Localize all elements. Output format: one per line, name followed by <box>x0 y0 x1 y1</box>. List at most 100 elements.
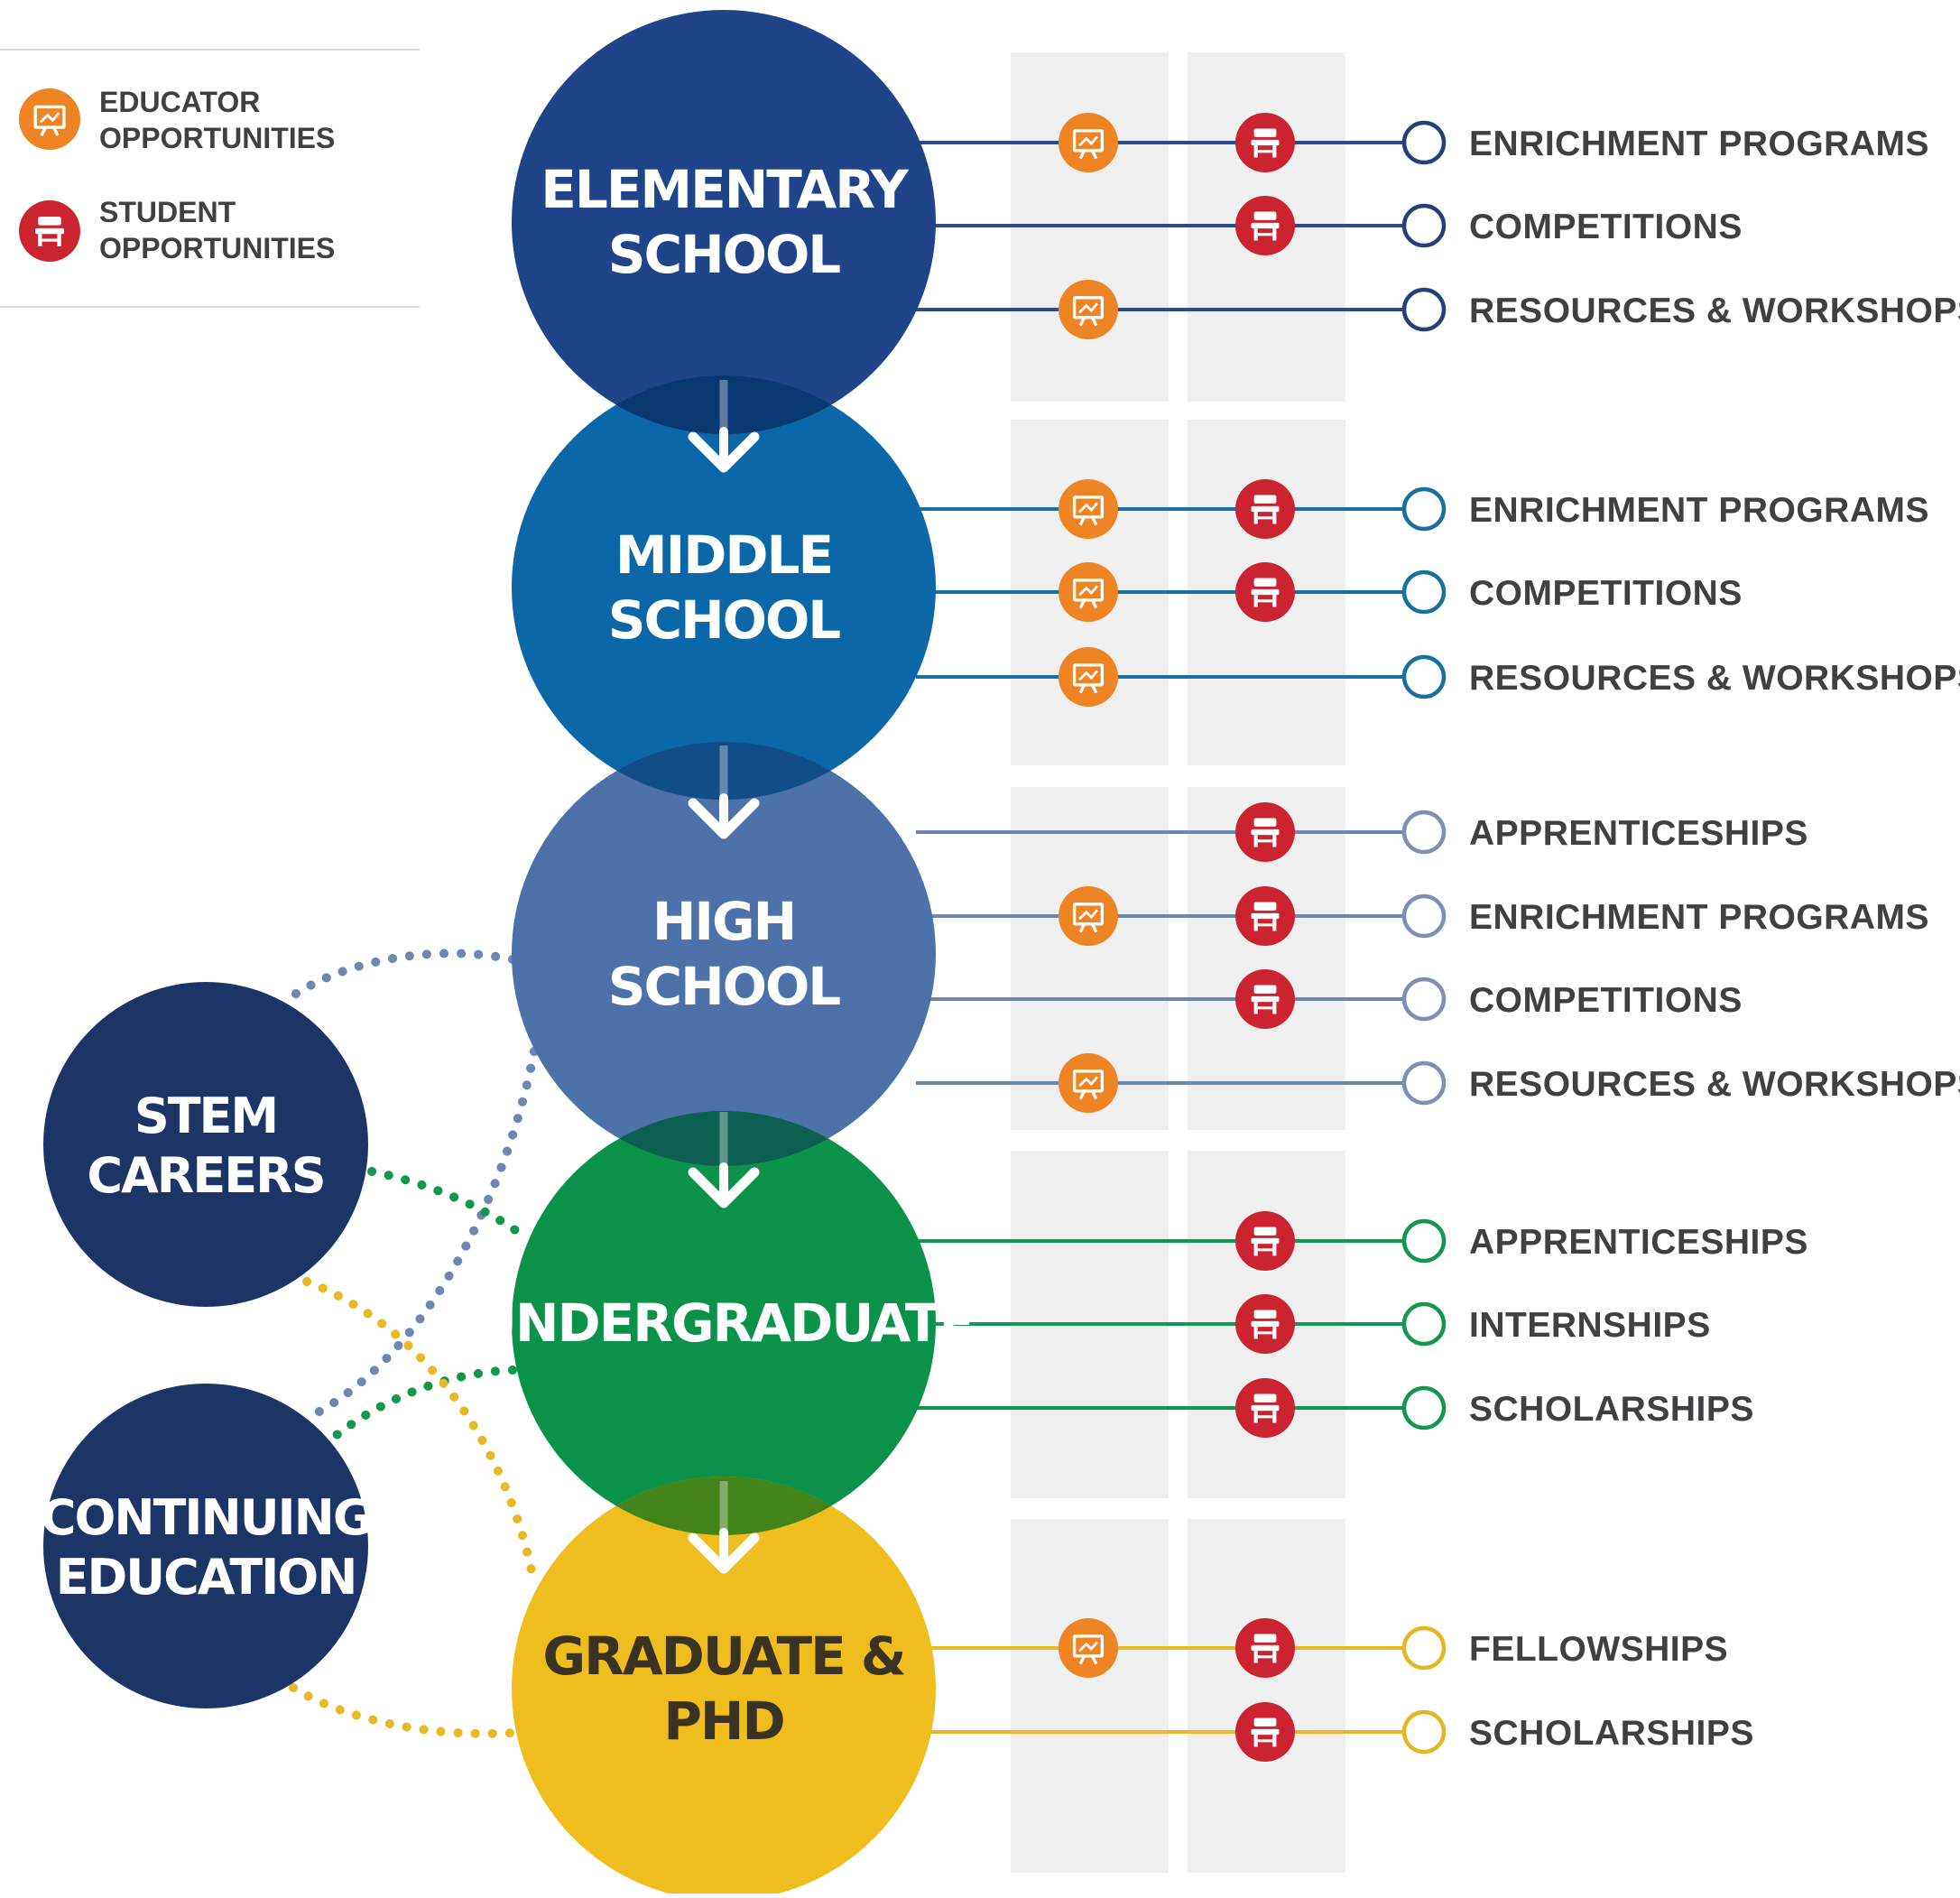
student-column-segment <box>1188 1519 1345 1873</box>
chair-back <box>1253 211 1277 220</box>
board-graph <box>1078 302 1098 314</box>
opportunity-label: RESOURCES & WORKSHOPS <box>1469 292 1960 330</box>
opportunity-label: ENRICHMENT PROGRAMS <box>1469 898 1929 937</box>
desk-leg-left <box>38 234 42 246</box>
endpoint-ring <box>1401 1385 1447 1430</box>
desk-bar <box>1257 516 1273 520</box>
chair-back <box>1253 1393 1277 1403</box>
educator-badge <box>1059 1618 1118 1678</box>
stage-node-elementary[interactable] <box>512 10 936 434</box>
desk-leg-left <box>1253 1327 1258 1339</box>
desk-top <box>35 227 64 235</box>
desk-bar <box>1257 1739 1273 1743</box>
opportunity-row[interactable]: COMPETITIONS <box>916 562 1743 622</box>
board-leg-left <box>1078 1090 1086 1100</box>
educator-badge <box>1059 1053 1118 1113</box>
desk-leg-right <box>1272 1411 1277 1423</box>
desk-bar <box>1257 1331 1273 1335</box>
stage-title-graduate: PHD <box>663 1690 783 1752</box>
legend-educator-label-line2: OPPORTUNITIES <box>99 122 335 154</box>
stage-title-undergraduate: UNDERGRADUATE <box>475 1292 973 1354</box>
stage-title-elementary: SCHOOL <box>608 224 840 285</box>
opportunity-columns <box>1011 52 1345 1873</box>
opportunity-row[interactable]: FELLOWSHIPS <box>916 1618 1728 1678</box>
whiteboard-icon <box>1059 647 1118 707</box>
opportunity-label: COMPETITIONS <box>1469 574 1743 613</box>
down-arrow-icon <box>688 1532 760 1574</box>
side-title-continuing: CONTINUING <box>41 1489 371 1546</box>
opportunity-label: SCHOLARSHIPS <box>1469 1390 1754 1429</box>
board-leg-right <box>52 126 60 136</box>
opportunity-row[interactable]: COMPETITIONS <box>916 196 1743 255</box>
desk-leg-left <box>1253 835 1258 847</box>
endpoint-ring <box>1401 1301 1447 1347</box>
opportunity-row[interactable]: RESOURCES & WORKSHOPS <box>916 280 1960 339</box>
legend-student-label-line1: STUDENT <box>99 196 236 228</box>
board-leg-right <box>1090 599 1098 609</box>
desk-bar <box>1257 1006 1273 1010</box>
board-leg-right <box>1090 1655 1098 1665</box>
stage-node-graduate[interactable] <box>512 1477 936 1898</box>
whiteboard-icon <box>1059 479 1118 539</box>
desk-icon <box>1235 479 1295 539</box>
endpoint-ring <box>1401 654 1447 699</box>
desk-leg-right <box>1272 835 1277 847</box>
desk-icon <box>1235 1378 1295 1438</box>
board-leg-right <box>1090 317 1098 327</box>
desk-bar <box>1257 1415 1273 1419</box>
educator-badge <box>1059 479 1118 539</box>
board-leg-left <box>1078 516 1086 526</box>
desk-top <box>1251 1320 1280 1328</box>
opportunity-row[interactable]: APPRENTICESHIPS <box>916 802 1808 862</box>
board-frame <box>1072 1634 1105 1658</box>
board-frame <box>1072 129 1105 153</box>
opportunity-row[interactable]: RESOURCES & WORKSHOPS <box>916 647 1960 707</box>
stage-circle <box>512 375 936 800</box>
desk-leg-left <box>1253 1735 1258 1747</box>
desk-leg-right <box>1272 595 1277 607</box>
opportunity-row[interactable]: APPRENTICESHIPS <box>916 1211 1808 1271</box>
endpoint-ring <box>1401 810 1447 855</box>
stage-overlap <box>619 1111 828 1166</box>
opportunity-row[interactable]: RESOURCES & WORKSHOPS <box>916 1053 1960 1113</box>
opportunity-row[interactable]: ENRICHMENT PROGRAMS <box>916 886 1929 946</box>
chair-back <box>1253 985 1277 994</box>
desk-leg-left <box>1253 145 1258 158</box>
stage-node-undergraduate[interactable] <box>512 1111 936 1535</box>
flow-arrows <box>688 380 760 1574</box>
opportunity-row[interactable]: SCHOLARSHIPS <box>916 1702 1754 1762</box>
desk-leg-right <box>1272 145 1277 158</box>
educator-badge <box>1059 280 1118 339</box>
endpoint-ring <box>1401 1060 1447 1106</box>
stage-node-middle[interactable] <box>512 375 936 800</box>
board-graph <box>1078 135 1098 147</box>
opportunity-row[interactable]: ENRICHMENT PROGRAMS <box>916 113 1929 172</box>
stage-overlap <box>616 742 831 800</box>
educator-badge <box>19 88 80 150</box>
chair-back <box>1253 578 1277 587</box>
desk-bar <box>1257 233 1273 236</box>
chair-back <box>1253 495 1277 504</box>
board-graph <box>1078 909 1098 921</box>
down-arrow-icon <box>688 1167 760 1208</box>
side-title-stem: CAREERS <box>87 1147 324 1204</box>
whiteboard-icon <box>1059 113 1118 172</box>
chair-back <box>1253 818 1277 827</box>
desk-bar <box>1257 839 1273 843</box>
endpoint-ring <box>1401 977 1447 1022</box>
board-leg-right <box>1090 684 1098 694</box>
opportunity-row[interactable]: COMPETITIONS <box>916 969 1743 1029</box>
opportunity-row[interactable]: ENRICHMENT PROGRAMS <box>916 479 1929 539</box>
desk-leg-left <box>1253 1651 1258 1663</box>
legend-student-label-line2: OPPORTUNITIES <box>99 232 335 264</box>
stage-node-high[interactable] <box>512 742 936 1166</box>
side-circle <box>43 1384 368 1708</box>
desk-top <box>1251 912 1280 920</box>
desk-icon <box>19 200 80 262</box>
opportunity-row[interactable]: INTERNSHIPS <box>916 1294 1711 1354</box>
desk-leg-right <box>1272 512 1277 524</box>
opportunity-row[interactable]: SCHOLARSHIPS <box>916 1378 1754 1438</box>
